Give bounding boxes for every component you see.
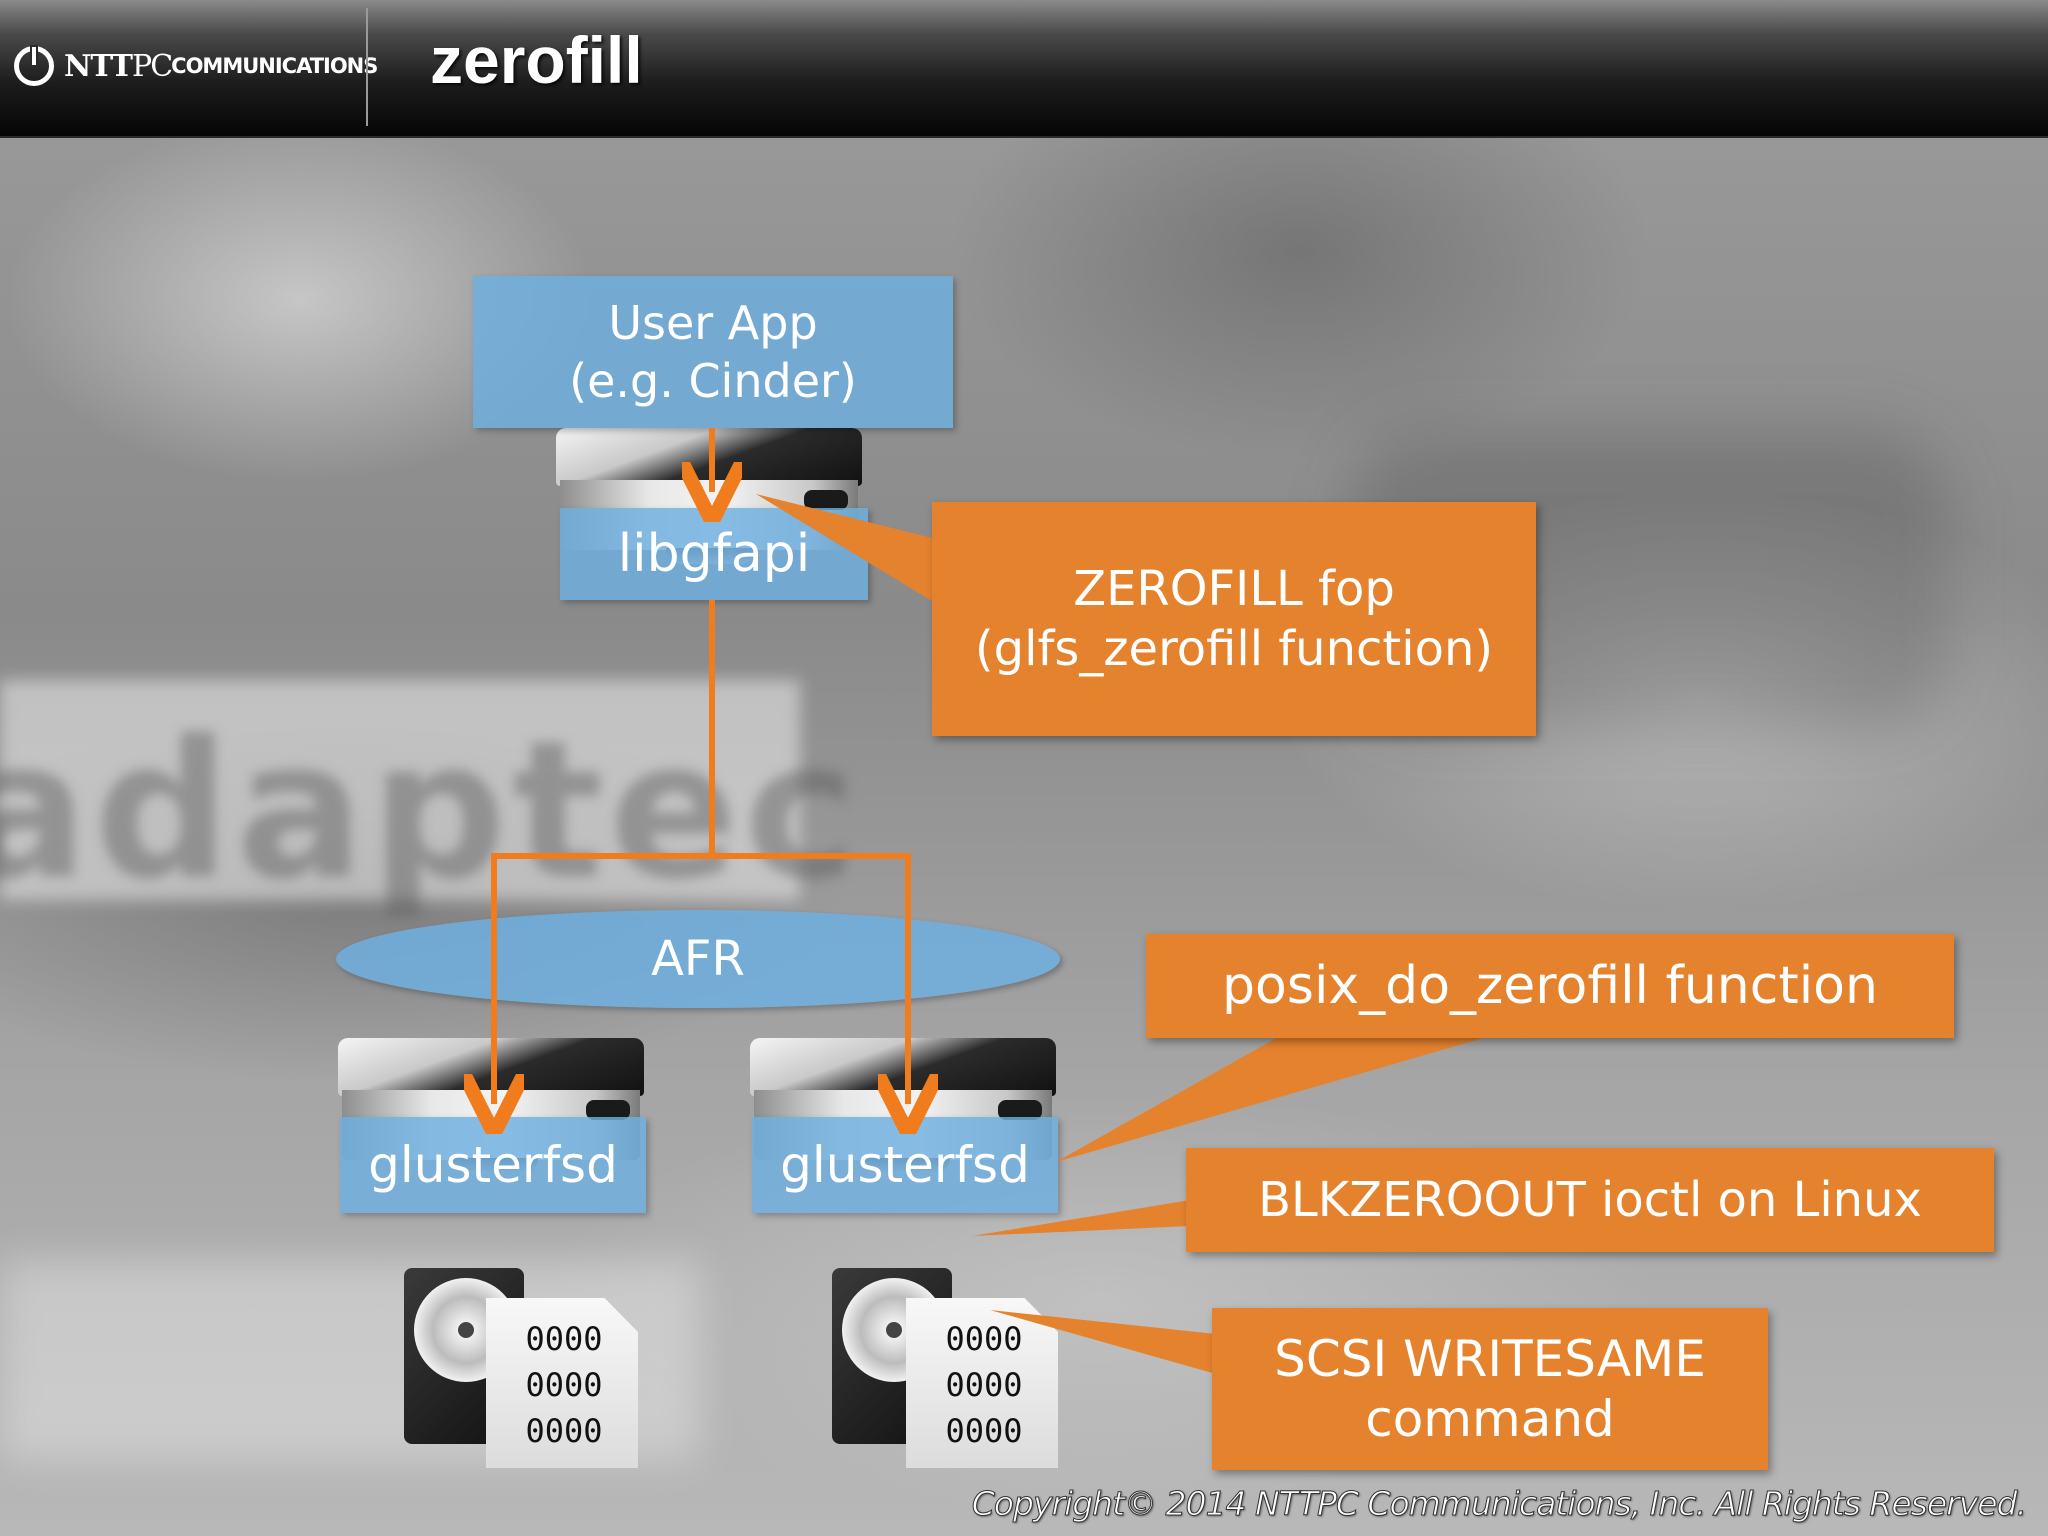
header-divider [366, 8, 368, 126]
logo-ntt-text: NTT [64, 48, 133, 84]
zero-row: 0000 [525, 1366, 603, 1404]
glusterfsd-left-box: glusterfsd [340, 1117, 646, 1213]
callout-zerofill-fop: ZEROFILL fop (glfs_zerofill function) [932, 502, 1536, 736]
afr-ellipse: AFR [336, 910, 1060, 1008]
callout-scsi-line1: SCSI WRITESAME [1274, 1330, 1706, 1388]
user-app-example: (e.g. Cinder) [569, 354, 857, 408]
company-logo: NTT PC COMMUNICATIONS [14, 42, 378, 90]
callout-zerofill-line1: ZEROFILL fop [1073, 561, 1395, 617]
background-blurred-sign: adaptec [0, 700, 863, 921]
header-bar: NTT PC COMMUNICATIONS zerofill [0, 0, 2048, 138]
logo-communications-text: COMMUNICATIONS [171, 54, 378, 78]
slide-title: zerofill [430, 23, 643, 97]
zero-row: 0000 [525, 1412, 603, 1450]
callout-zerofill-line2: (glfs_zerofill function) [974, 621, 1494, 677]
power-logo-icon [14, 45, 54, 86]
zero-block-left: 0000 0000 0000 [488, 1316, 640, 1454]
callout-scsi-writesame: SCSI WRITESAME command [1212, 1308, 1768, 1470]
callout-blkzeroout: BLKZEROOUT ioctl on Linux [1186, 1148, 1994, 1252]
zero-block-right: 0000 0000 0000 [908, 1316, 1060, 1454]
callout-scsi-line2: command [1365, 1390, 1615, 1448]
glusterfsd-right-box: glusterfsd [752, 1117, 1058, 1213]
zero-row: 0000 [945, 1412, 1023, 1450]
user-app-box: User App (e.g. Cinder) [473, 276, 953, 428]
zero-row: 0000 [525, 1320, 603, 1358]
logo-pc-text: PC [132, 48, 173, 84]
zero-row: 0000 [945, 1366, 1023, 1404]
zero-row: 0000 [945, 1320, 1023, 1358]
document-icon [486, 1298, 638, 1468]
user-app-label: User App [608, 296, 818, 350]
libgfapi-box: libgfapi [560, 508, 868, 600]
copyright-notice: Copyright© 2014 NTTPC Communications, In… [971, 1484, 2027, 1524]
callout-posix-zerofill: posix_do_zerofill function [1146, 934, 1954, 1038]
